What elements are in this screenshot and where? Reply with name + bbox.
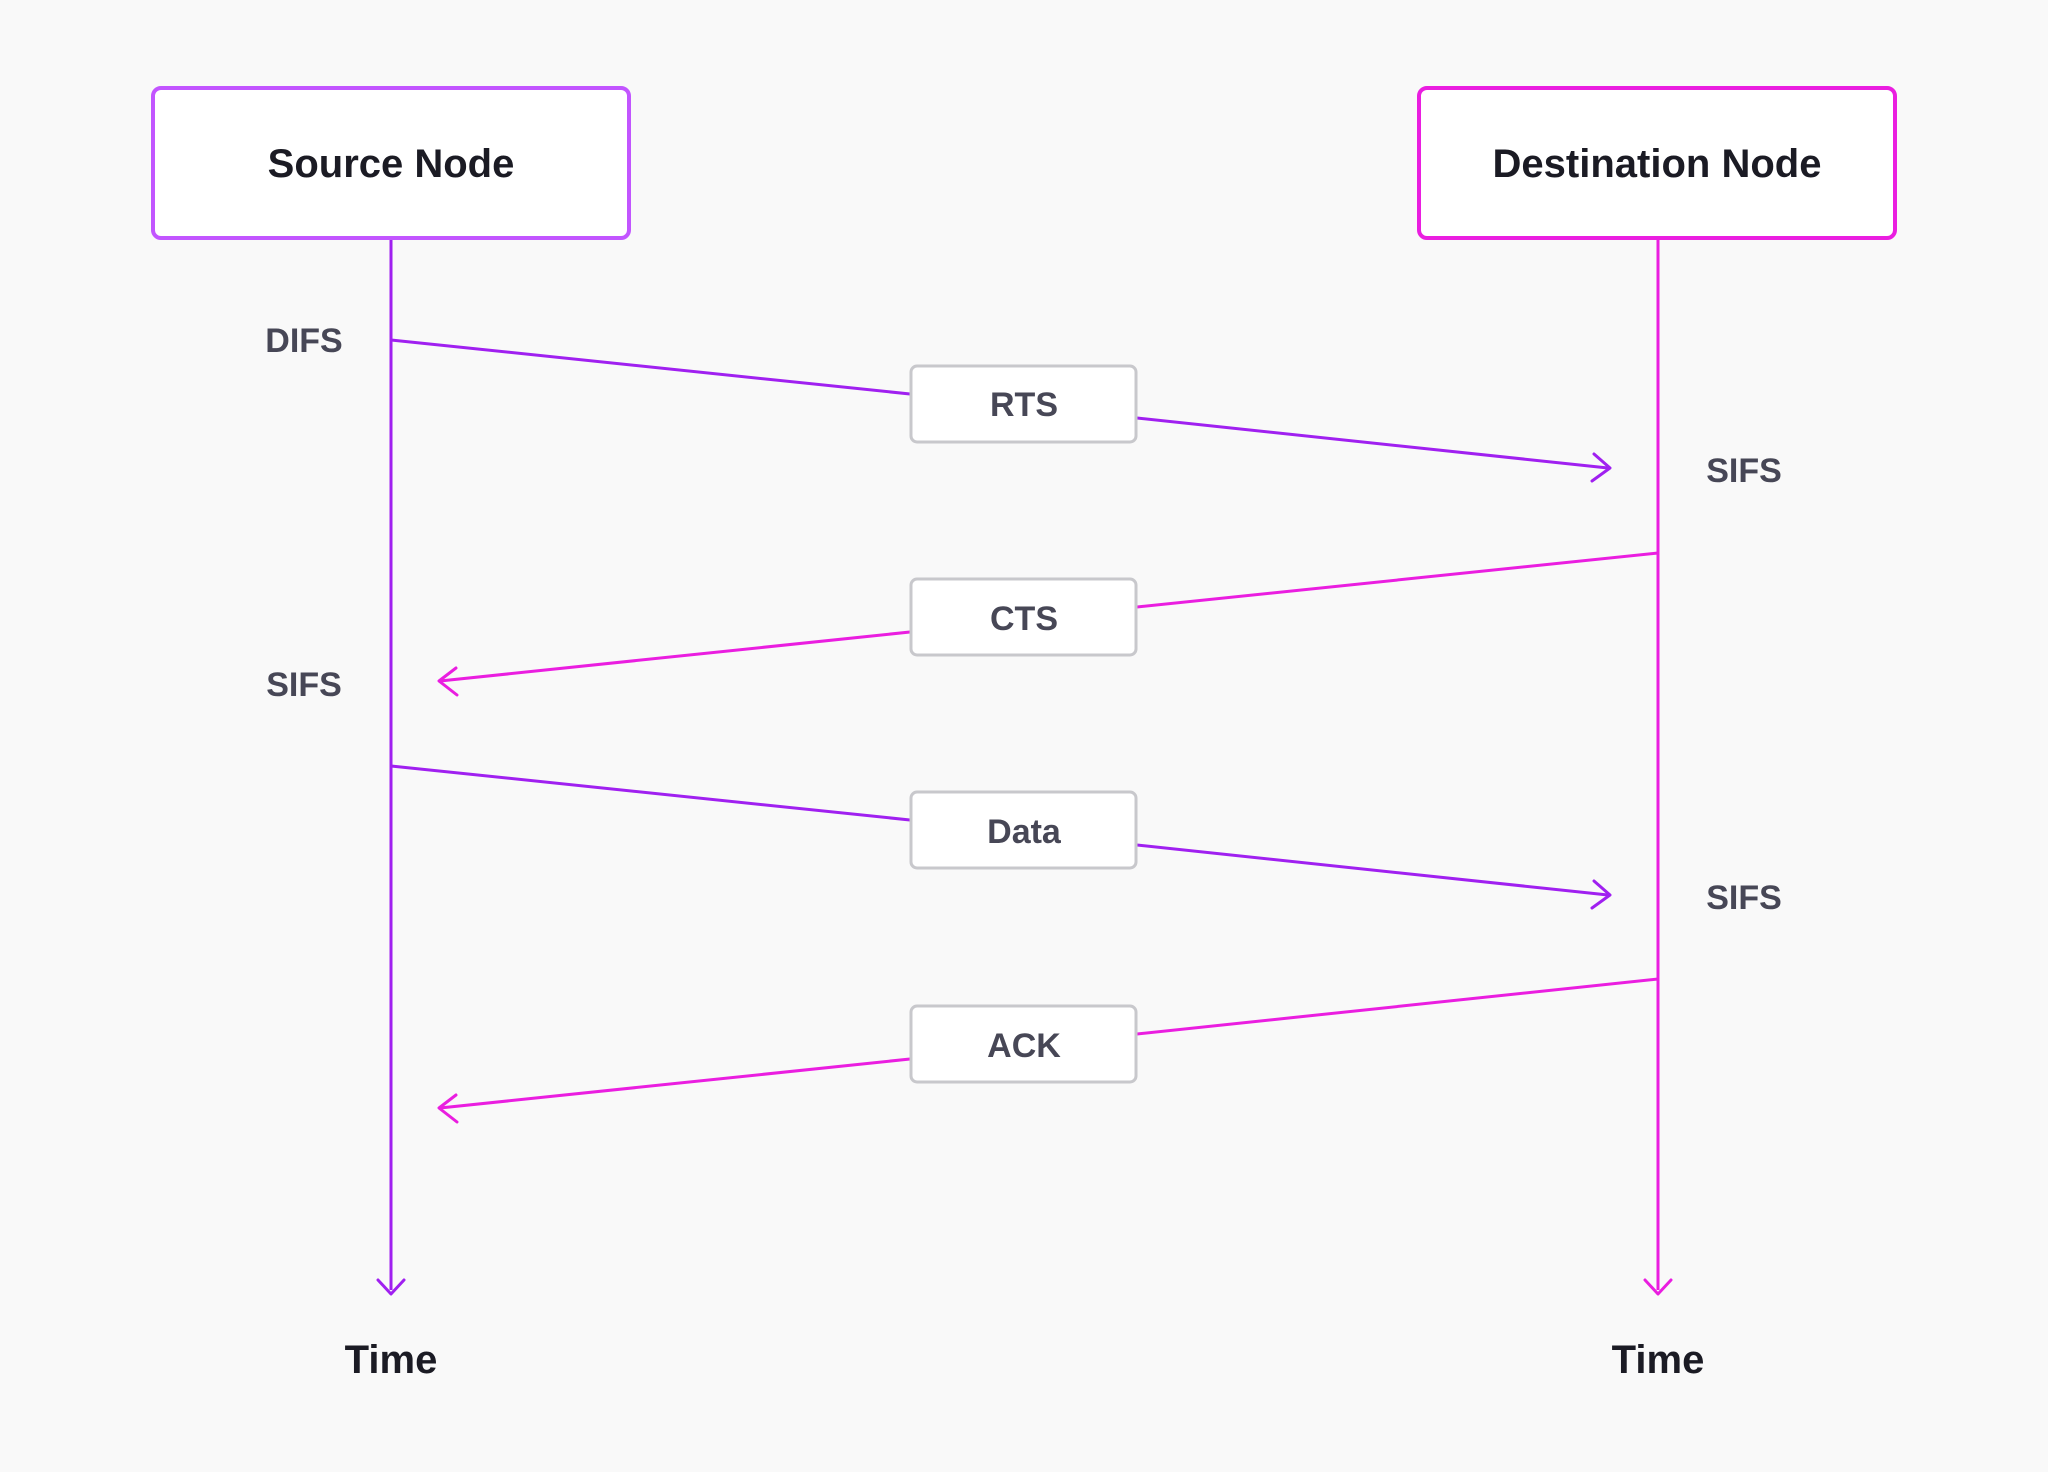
- cts-label: CTS: [990, 600, 1058, 638]
- destination-lifeline: [1643, 238, 1673, 1296]
- source-time-label: Time: [345, 1338, 438, 1382]
- source-sifs-label: SIFS: [266, 666, 342, 704]
- data-message: Data: [909, 790, 1138, 870]
- rts-label: RTS: [990, 386, 1058, 424]
- ack-label: ACK: [987, 1027, 1061, 1065]
- source-difs-label: DIFS: [265, 322, 342, 360]
- data-label: Data: [987, 813, 1062, 851]
- destination-sifs-label-1: SIFS: [1706, 452, 1782, 490]
- ack-message: ACK: [909, 1004, 1138, 1084]
- destination-node: Destination Node: [1417, 86, 1897, 240]
- source-lifeline: [376, 238, 406, 1296]
- cts-message-arrow: [437, 551, 1659, 697]
- ack-message-arrow: [437, 977, 1659, 1124]
- destination-sifs-label-2: SIFS: [1706, 879, 1782, 917]
- data-message-arrow: [390, 764, 1612, 910]
- destination-node-label: Destination Node: [1493, 142, 1822, 186]
- source-node-label: Source Node: [268, 142, 515, 186]
- rts-message-arrow: [390, 338, 1612, 483]
- source-node: Source Node: [151, 86, 631, 240]
- destination-time-label: Time: [1612, 1338, 1705, 1382]
- cts-message: CTS: [909, 577, 1138, 657]
- rts-message: RTS: [909, 364, 1138, 444]
